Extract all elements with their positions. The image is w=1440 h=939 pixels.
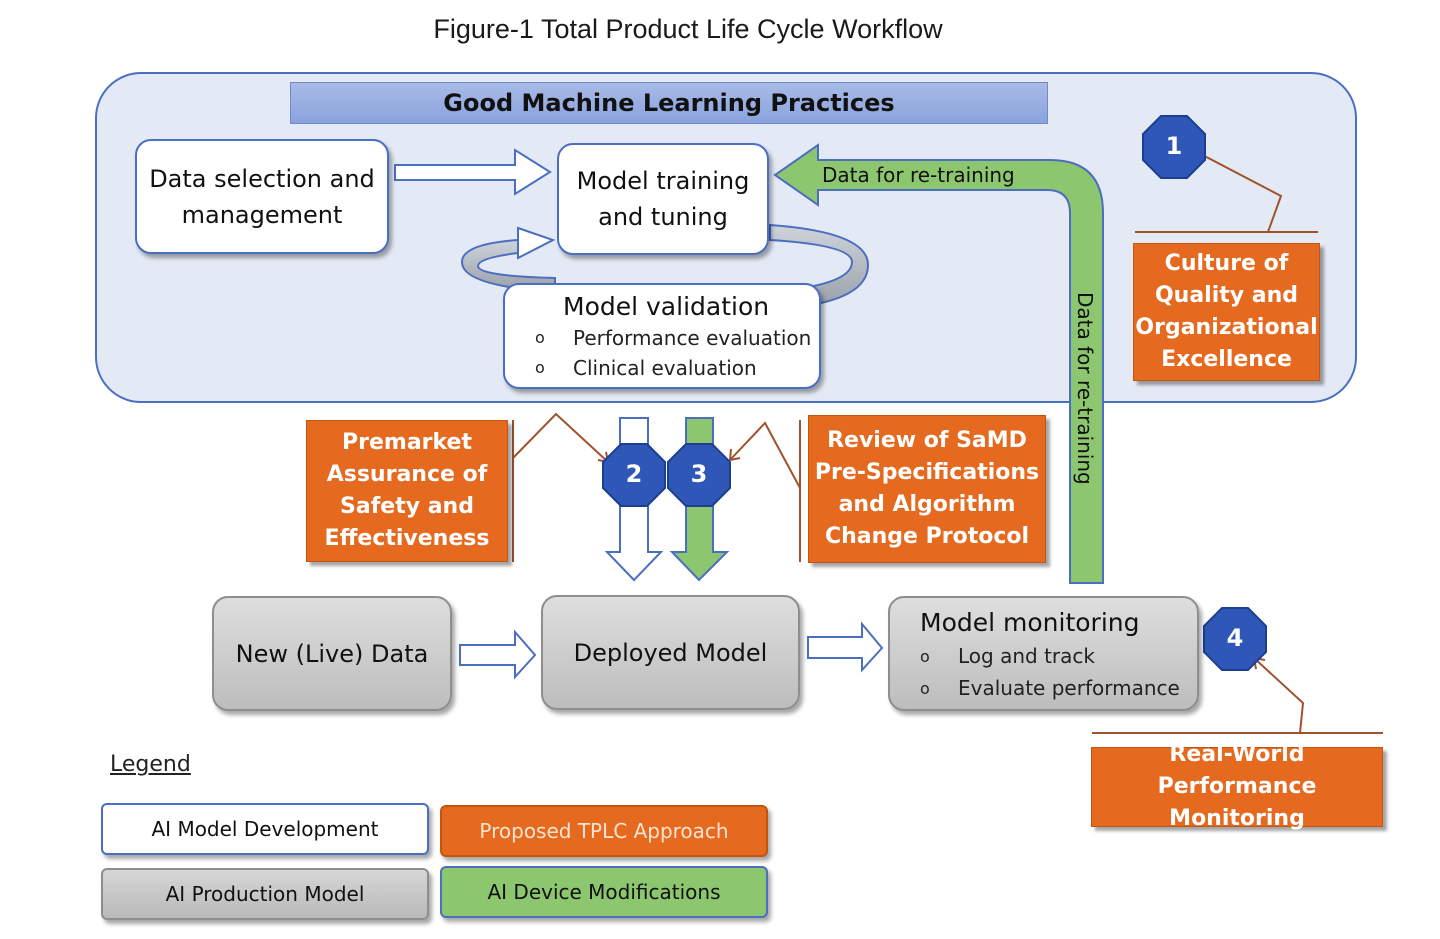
legend-item-modifications: AI Device Modifications [440,866,768,918]
callout-line-4 [1092,657,1383,734]
legend-title: Legend [110,752,191,777]
monitoring-item: o Evaluate performance [920,672,1197,704]
model-monitoring-box: Model monitoring o Log and track o Evalu… [888,596,1199,711]
callout-line-1 [1135,149,1318,233]
bullet-icon: o [535,328,545,347]
badge-1-icon [1142,115,1206,179]
arrow-live-to-deployed [459,629,537,680]
real-world-callout: Real-World Performance Monitoring [1091,742,1383,831]
monitoring-item-label: Evaluate performance [958,676,1180,700]
bullet-icon: o [920,678,930,698]
data-selection-box: Data selection and management [135,139,389,254]
figure-title: Figure-1 Total Product Life Cycle Workfl… [433,14,943,44]
badge-3-label: 3 [690,460,708,488]
badge-4-label: 4 [1226,624,1244,652]
bullet-icon: o [535,358,545,377]
deployed-model-box: Deployed Model [541,595,800,710]
bullet-icon: o [920,646,930,666]
gmlp-banner: Good Machine Learning Practices [290,82,1048,124]
legend-item-tplc: Proposed TPLC Approach [440,805,768,857]
new-live-data-box: New (Live) Data [212,596,452,711]
retraining-green-arrow [773,143,1104,584]
monitoring-item-label: Log and track [958,644,1095,668]
validation-item-label: Performance evaluation [573,326,812,350]
callout-line-3-head [728,448,741,462]
retraining-vertical-label: Data for re-training [1073,292,1097,485]
premarket-callout: Premarket Assurance of Safety and Effect… [306,420,508,562]
badge-2-label: 2 [625,460,643,488]
model-validation-box: Model validation o Performance evaluatio… [503,283,821,389]
arrow-deployed-to-monitoring [807,621,884,673]
monitoring-item: o Log and track [920,640,1197,672]
loop-arrow-left [517,226,556,260]
badge-2-icon [602,443,666,507]
validation-item: o Performance evaluation [535,323,819,353]
validation-item: o Clinical evaluation [535,353,819,383]
callout-line-2 [512,412,609,562]
badge-1-label: 1 [1165,132,1183,160]
culture-callout: Culture of Quality and Organizational Ex… [1133,243,1320,381]
badge-4-icon [1203,607,1267,671]
callout-line-3 [729,420,801,562]
arrow-data-to-training [394,148,552,196]
retraining-horizontal-label: Data for re-training [822,163,1015,187]
review-callout: Review of SaMD Pre-Specifications and Al… [808,415,1046,563]
badge-3-icon [667,443,731,507]
model-monitoring-title: Model monitoring [920,608,1140,637]
legend-item-production: AI Production Model [101,868,429,920]
validation-item-label: Clinical evaluation [573,356,757,380]
legend-item-development: AI Model Development [101,803,429,855]
model-validation-title: Model validation [563,292,770,321]
model-training-box: Model training and tuning [557,143,769,255]
